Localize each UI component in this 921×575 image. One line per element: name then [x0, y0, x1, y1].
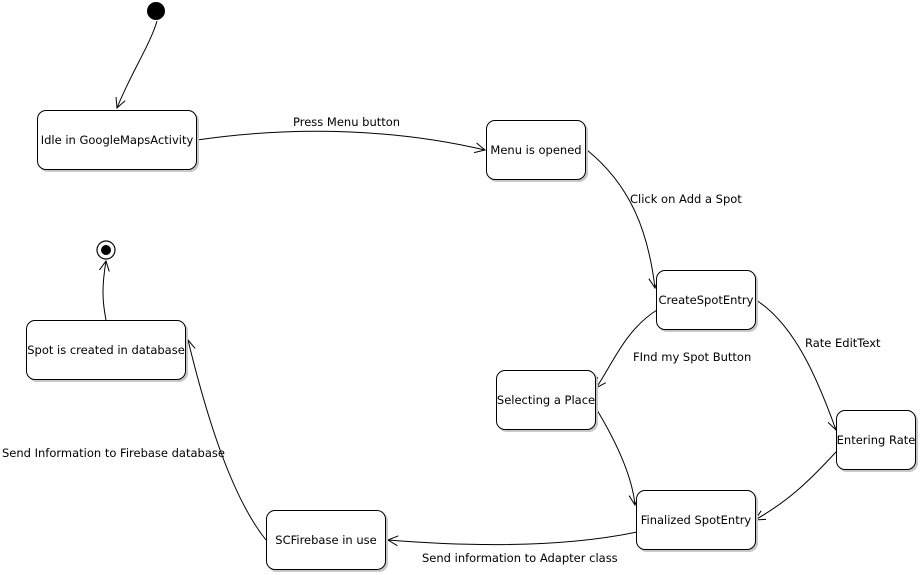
state-spot-created[interactable]: Spot is created in database — [26, 320, 186, 380]
state-scfirebase-in-use[interactable]: SCFirebase in use — [266, 510, 386, 570]
transition-spot-to-final — [103, 261, 106, 321]
transition-create-to-rate — [755, 299, 836, 430]
transition-scfirebase-to-spot — [188, 340, 267, 541]
state-selecting-place[interactable]: Selecting a Place — [496, 370, 596, 430]
state-entering-rate[interactable]: Entering Rate — [836, 410, 916, 470]
label-click-add-spot: Click on Add a Spot — [630, 192, 742, 206]
transition-menu-to-create — [586, 149, 655, 288]
transition-rate-to-finalized — [755, 451, 837, 520]
transition-selecting-to-finalized — [596, 409, 635, 505]
label-send-to-adapter: Send information to Adapter class — [422, 551, 618, 565]
label-find-my-spot: FInd my Spot Button — [633, 350, 752, 364]
initial-node — [147, 2, 165, 20]
state-idle[interactable]: Idle in GoogleMapsActivity — [37, 110, 197, 170]
transition-create-to-selecting — [596, 309, 658, 388]
label-send-to-firebase: Send Information to Firebase database — [2, 446, 225, 460]
label-press-menu: Press Menu button — [293, 115, 401, 129]
transition-finalized-to-scfirebase — [388, 531, 638, 545]
state-finalized-spot-entry[interactable]: Finalized SpotEntry — [636, 490, 756, 550]
state-create-spot-entry[interactable]: CreateSpotEntry — [656, 270, 756, 330]
final-node-inner — [101, 245, 111, 255]
transition-idle-to-menu — [196, 130, 485, 150]
label-rate-edittext: Rate EditText — [805, 336, 881, 350]
transition-initial-to-idle — [117, 20, 158, 108]
state-menu-opened[interactable]: Menu is opened — [486, 120, 586, 180]
